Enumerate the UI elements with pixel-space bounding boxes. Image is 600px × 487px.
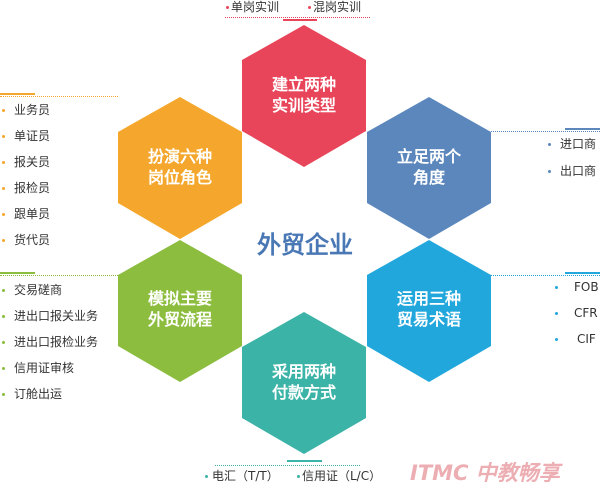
accent-bar	[287, 460, 322, 462]
label-line: 模拟主要	[147, 289, 212, 308]
bullet-icon	[2, 239, 5, 242]
item-text: CIF	[577, 332, 596, 346]
bullet-icon	[2, 393, 5, 396]
list-item: CFR	[555, 306, 598, 320]
list-item: 跟单员	[2, 207, 50, 221]
label-line: 运用三种	[396, 289, 461, 308]
list-item: 电汇（T/T）	[205, 469, 279, 483]
list-item: 混岗实训	[308, 0, 361, 14]
label-line: 采用两种	[271, 362, 336, 381]
list-item: 报关员	[2, 155, 50, 169]
list-item: CIF	[555, 332, 596, 346]
item-text: 订舱出运	[14, 387, 63, 401]
bullet-icon	[2, 213, 5, 216]
item-text: FOB	[574, 280, 599, 294]
bullet-icon	[555, 338, 558, 341]
item-text: 报关员	[14, 155, 51, 169]
list-item: 进口商	[548, 137, 596, 151]
label-line: 建立两种	[271, 75, 336, 94]
item-text: 混岗实训	[313, 0, 362, 14]
bullet-icon	[548, 143, 551, 146]
bullet-icon	[308, 6, 311, 9]
list-item: 报检员	[2, 181, 50, 195]
divider-right-lower	[491, 275, 600, 276]
list-item: 信用证（L/C）	[297, 469, 381, 483]
list-item: 订舱出运	[2, 387, 62, 401]
item-text: 电汇（T/T）	[212, 469, 279, 483]
item-text: 单证员	[14, 129, 51, 143]
item-text: 业务员	[14, 103, 51, 117]
list-item: FOB	[555, 280, 599, 294]
hexagon-label-perspectives: 立足两个角度	[374, 146, 484, 188]
bullet-icon	[2, 161, 5, 164]
label-line: 角度	[412, 168, 445, 187]
center-title: 外贸企业	[257, 231, 353, 259]
list-item: 交易磋商	[2, 283, 62, 297]
list-item: 出口商	[548, 164, 596, 178]
hexagon-perspectives[interactable]	[367, 97, 491, 239]
label-line: 贸易术语	[396, 310, 461, 329]
accent-bar	[565, 272, 600, 274]
divider-left-lower	[0, 275, 118, 276]
bullet-icon	[555, 286, 558, 289]
hexagon-label-training-types: 建立两种实训类型	[249, 74, 359, 116]
accent-bar	[0, 272, 35, 274]
hexagon-trade-process[interactable]	[118, 240, 242, 382]
hexagon-payment-methods[interactable]	[242, 312, 366, 454]
divider-right-upper	[491, 131, 600, 132]
bullet-icon	[2, 135, 5, 138]
list-item: 信用证审核	[2, 361, 74, 375]
divider-top	[225, 17, 370, 18]
accent-bar	[565, 128, 600, 130]
label-line: 扮演六种	[147, 147, 212, 166]
bullet-icon	[2, 109, 5, 112]
bullet-icon	[2, 289, 5, 292]
item-text: 信用证审核	[14, 361, 75, 375]
label-line: 立足两个	[396, 147, 461, 166]
bullet-icon	[2, 341, 5, 344]
bullet-icon	[226, 6, 229, 9]
hexagon-label-trade-terms: 运用三种贸易术语	[374, 288, 484, 330]
item-text: 交易磋商	[14, 283, 63, 297]
divider-left-upper	[0, 96, 118, 97]
item-text: 进口商	[560, 137, 597, 151]
bullet-icon	[2, 367, 5, 370]
hexagon-job-roles[interactable]	[118, 97, 242, 239]
hexagon-label-payment-methods: 采用两种付款方式	[249, 361, 359, 403]
hexagon-label-job-roles: 扮演六种岗位角色	[125, 146, 235, 188]
bullet-icon	[205, 475, 208, 478]
list-item: 单岗实训	[226, 0, 279, 14]
label-line: 外贸流程	[147, 310, 212, 329]
label-line: 实训类型	[271, 96, 336, 115]
list-item: 货代员	[2, 233, 50, 247]
accent-bar-top	[283, 19, 317, 21]
bullet-icon	[548, 170, 551, 173]
bullet-icon	[2, 315, 5, 318]
itmc-logo: ITMC 中教畅享	[410, 461, 560, 485]
item-text: 进出口报关业务	[14, 309, 99, 323]
list-item: 进出口报关业务	[2, 309, 98, 323]
hexagon-trade-terms[interactable]	[367, 240, 491, 382]
item-text: 进出口报检业务	[14, 335, 99, 349]
hexagon-training-types[interactable]	[242, 25, 366, 167]
item-text: CFR	[574, 306, 598, 320]
list-item: 进出口报检业务	[2, 335, 98, 349]
item-text: 货代员	[14, 233, 51, 247]
label-line: 岗位角色	[147, 168, 212, 187]
bullet-icon	[555, 312, 558, 315]
item-text: 出口商	[560, 164, 597, 178]
accent-bar	[0, 93, 35, 95]
item-text: 单岗实训	[231, 0, 280, 14]
list-item: 业务员	[2, 103, 50, 117]
list-item: 单证员	[2, 129, 50, 143]
label-line: 付款方式	[271, 383, 336, 402]
hexagon-label-trade-process: 模拟主要外贸流程	[125, 288, 235, 330]
bullet-icon	[297, 475, 300, 478]
divider-bottom	[215, 465, 360, 466]
item-text: 跟单员	[14, 207, 51, 221]
bullet-icon	[2, 187, 5, 190]
item-text: 信用证（L/C）	[302, 469, 382, 483]
item-text: 报检员	[14, 181, 51, 195]
